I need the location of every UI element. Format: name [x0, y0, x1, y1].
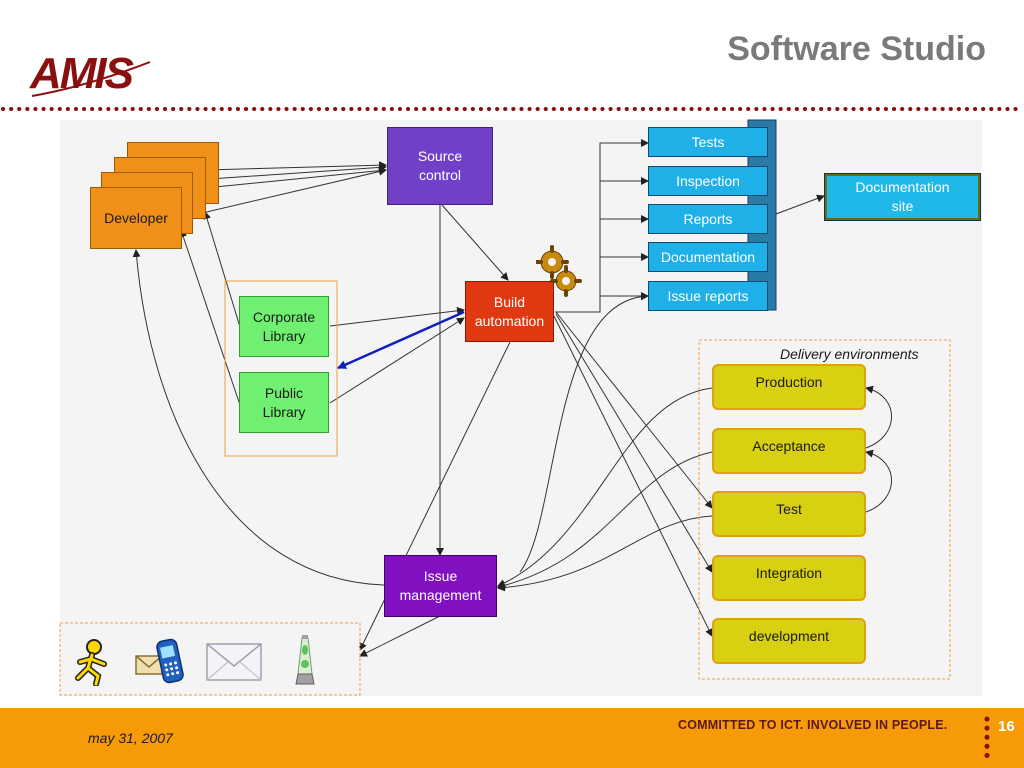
- corporate-library-line-2: Library: [262, 327, 306, 344]
- output-reports-label: Reports: [683, 210, 733, 227]
- build-automation-line-1: Build: [493, 293, 526, 310]
- env-development-label: development: [748, 628, 830, 644]
- amis-logo: AMIS: [29, 49, 151, 98]
- env-acceptance-label: Acceptance: [752, 438, 826, 454]
- source-control-node: Source control: [387, 127, 493, 205]
- developer-node: Developer: [90, 187, 182, 249]
- public-library-node: Public Library: [239, 372, 329, 433]
- slide-title: Software Studio: [727, 30, 986, 68]
- page-number: 16: [998, 718, 1015, 735]
- output-inspection: Inspection: [648, 166, 768, 196]
- documentation-site-node: Documentation site: [824, 173, 981, 221]
- build-automation-line-2: automation: [474, 312, 545, 329]
- footer-dotted-divider: [984, 716, 990, 764]
- env-production: Production: [712, 364, 866, 410]
- output-reports: Reports: [648, 204, 768, 234]
- output-documentation-label: Documentation: [660, 248, 756, 265]
- documentation-site-line-2: site: [891, 198, 914, 214]
- corporate-library-line-1: Corporate: [252, 308, 316, 325]
- env-acceptance: Acceptance: [712, 428, 866, 474]
- issue-management-node: Issue management: [384, 555, 497, 617]
- env-production-label: Production: [755, 374, 823, 390]
- build-automation-node: Build automation: [465, 281, 554, 342]
- developer-label: Developer: [104, 209, 168, 226]
- output-tests-label: Tests: [691, 133, 725, 150]
- output-issue-reports: Issue reports: [648, 281, 768, 311]
- env-test-label: Test: [776, 501, 802, 517]
- lava-lamp-icon: [295, 635, 315, 685]
- output-tests: Tests: [648, 127, 768, 157]
- gears-icon: [536, 245, 582, 297]
- slide-date: may 31, 2007: [88, 730, 173, 746]
- source-control-line-2: control: [418, 167, 462, 183]
- issue-management-line-2: management: [399, 587, 482, 603]
- mobile-phone-sms-icon: [135, 638, 184, 684]
- env-development: development: [712, 618, 866, 664]
- issue-management-line-1: Issue: [423, 568, 458, 584]
- header-dotted-divider: [1, 107, 1023, 111]
- documentation-site-line-1: Documentation: [855, 179, 950, 195]
- output-inspection-label: Inspection: [676, 172, 740, 189]
- env-integration: Integration: [712, 555, 866, 601]
- email-envelope-icon: [206, 643, 262, 681]
- delivery-environments-label: Delivery environments: [780, 346, 919, 362]
- footer-tagline: COMMITTED TO ICT. INVOLVED IN PEOPLE.: [678, 718, 948, 732]
- output-documentation: Documentation: [648, 242, 768, 272]
- env-test: Test: [712, 491, 866, 537]
- env-integration-label: Integration: [755, 565, 823, 581]
- footer-band: [0, 708, 1024, 768]
- source-control-line-1: Source: [417, 148, 463, 164]
- output-issue-reports-label: Issue reports: [667, 287, 749, 304]
- aim-running-man-icon: [75, 639, 107, 686]
- public-library-line-2: Library: [262, 403, 306, 420]
- corporate-library-node: Corporate Library: [239, 296, 329, 357]
- public-library-line-1: Public: [264, 384, 304, 401]
